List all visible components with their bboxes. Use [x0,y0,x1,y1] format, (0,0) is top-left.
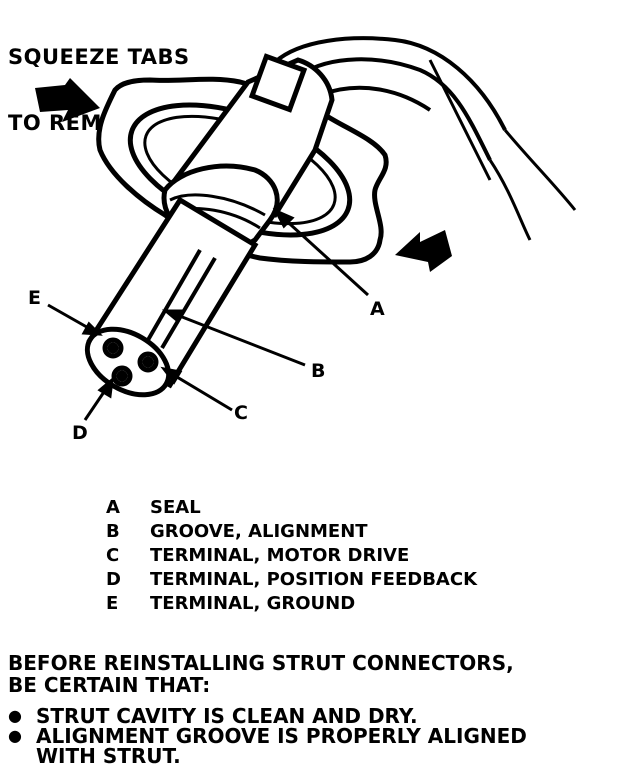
note-line-1: BEFORE REINSTALLING STRUT CONNECTORS, [8,651,514,675]
legend-text: TERMINAL, POSITION FEEDBACK [150,569,478,590]
note-line-2: BE CERTAIN THAT: [8,673,211,697]
leader-a [278,213,370,297]
reinstall-note: BEFORE REINSTALLING STRUT CONNECTORS, BE… [8,652,514,696]
legend-row: C TERMINAL, MOTOR DRIVE [106,544,477,568]
callout-b: B [311,360,326,382]
checklist-item: ● STRUT CAVITY IS CLEAN AND DRY. [8,706,556,726]
leader-c [171,372,233,412]
leader-b [171,311,306,367]
legend-letter: A [106,497,120,518]
legend-row: E TERMINAL, GROUND [106,592,477,616]
leader-e [47,303,93,332]
legend: A SEAL B GROOVE, ALIGNMENT C TERMINAL, MOTO… [106,496,477,616]
legend-letter: D [106,569,121,590]
legend-row: A SEAL [106,496,477,520]
callout-e: E [28,287,41,309]
legend-text: GROOVE, ALIGNMENT [150,521,368,542]
title-line-1: SQUEEZE TABS [8,45,190,69]
checklist-text: ALIGNMENT GROOVE IS PROPERLY ALIGNED WIT… [36,724,527,768]
squeeze-arrows [35,78,452,272]
connector-shaft [84,196,259,398]
bullet-icon: ● [8,706,22,725]
checklist-text: STRUT CAVITY IS CLEAN AND DRY. [36,704,418,728]
legend-row: B GROOVE, ALIGNMENT [106,520,477,544]
checklist: ● STRUT CAVITY IS CLEAN AND DRY. ● ALIGN… [8,706,556,766]
callout-a: A [370,298,385,320]
connector-body [161,53,335,250]
legend-letter: B [106,521,120,542]
connector-illustration [35,36,577,421]
bullet-icon: ● [8,726,22,745]
legend-letter: C [106,545,120,566]
legend-text: TERMINAL, MOTOR DRIVE [150,545,410,566]
legend-text: TERMINAL, GROUND [150,593,356,614]
right-squeeze-arrow [395,230,452,272]
legend-text: SEAL [150,497,201,518]
legend-letter: E [106,593,119,614]
leader-lines [47,207,370,421]
legend-row: D TERMINAL, POSITION FEEDBACK [106,568,477,592]
callout-c: C [234,402,248,424]
left-squeeze-arrow [35,78,100,122]
callout-d: D [72,422,88,444]
checklist-item: ● ALIGNMENT GROOVE IS PROPERLY ALIGNED W… [8,726,556,766]
